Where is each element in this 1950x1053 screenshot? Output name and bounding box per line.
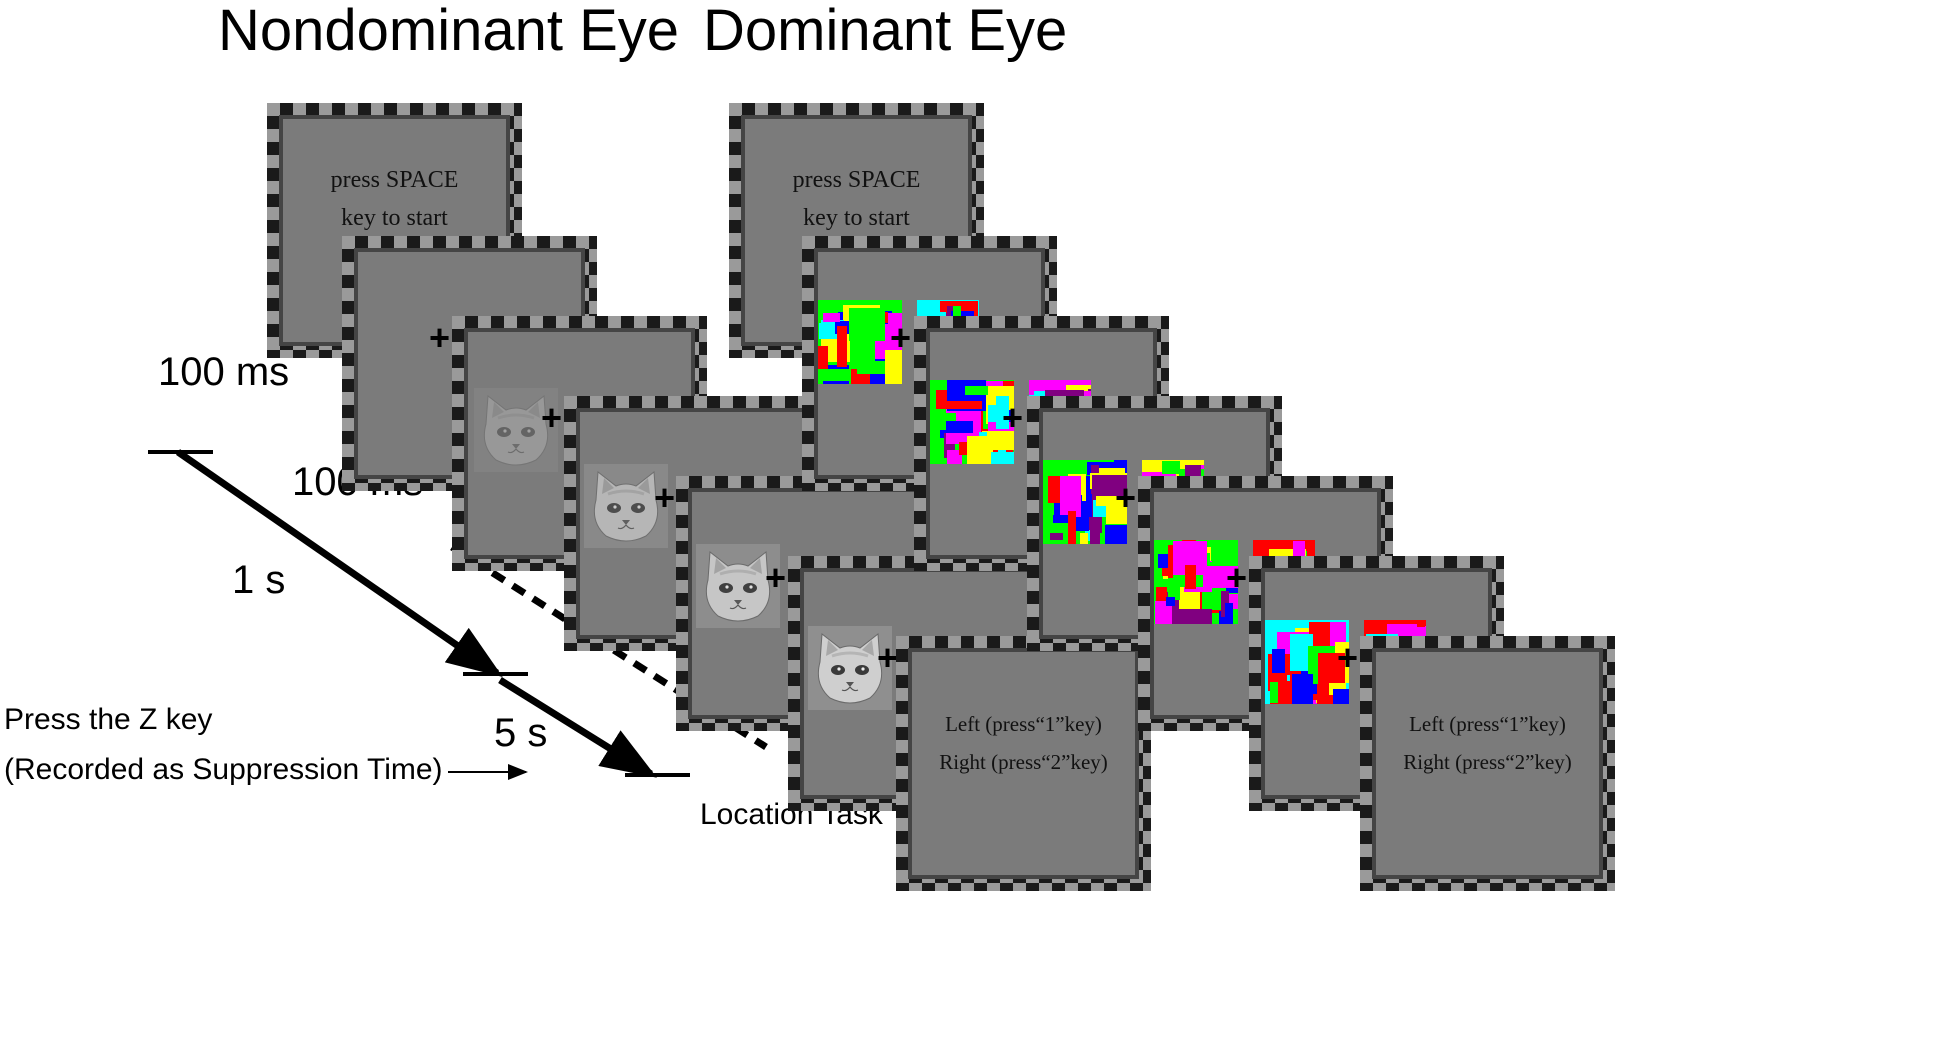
- dominant-eye-heading: Dominant Eye: [703, 0, 1068, 63]
- cat-face-icon: [696, 544, 780, 628]
- fixation-cross: +: [890, 317, 912, 358]
- d-location-left-text: Left (press“1”key): [1409, 712, 1566, 736]
- mondrian-mask-icon: [1265, 620, 1349, 704]
- cat-face-icon: [808, 626, 892, 710]
- mondrian-mask-icon: [1043, 460, 1127, 544]
- mondrian-mask-icon: [1029, 380, 1091, 398]
- mondrian-mask-icon: [917, 300, 979, 318]
- mondrian-mask-icon: [818, 300, 902, 384]
- d-start-text-line1: press SPACE: [792, 167, 921, 193]
- fixation-cross: +: [877, 637, 899, 678]
- fixation-cross: +: [429, 317, 451, 358]
- nd-start-text-line2: key to start: [341, 205, 448, 231]
- timeline-arrow-1s: [176, 449, 503, 677]
- timing-label-5s: 5 s: [494, 711, 548, 755]
- nd-location-screen: Left (press“1”key) Right (press“2”key): [896, 636, 1151, 891]
- nd-start-text-line1: press SPACE: [330, 167, 459, 193]
- cat-face-icon: [474, 388, 558, 472]
- mondrian-mask-icon: [1253, 540, 1315, 558]
- timing-label-1s: 1 s: [232, 558, 286, 602]
- d-location-right-text: Right (press“2”key): [1403, 750, 1572, 774]
- d-location-screen: Left (press“1”key) Right (press“2”key): [1360, 636, 1615, 891]
- response-label-line2: (Recorded as Suppression Time): [4, 753, 443, 786]
- fixation-cross: +: [1002, 397, 1024, 438]
- nd-location-right-text: Right (press“2”key): [939, 750, 1108, 774]
- nondominant-eye-heading: Nondominant Eye: [218, 0, 680, 63]
- d-start-text-line2: key to start: [803, 205, 910, 231]
- fixation-cross: +: [1115, 477, 1137, 518]
- mondrian-mask-icon: [930, 380, 1014, 464]
- timing-label-100ms-a: 100 ms: [158, 350, 290, 394]
- mondrian-mask-icon: [1154, 540, 1238, 624]
- timeline-arrow-5s: [498, 677, 657, 778]
- fixation-cross: +: [541, 397, 563, 438]
- fixation-cross: +: [765, 557, 787, 598]
- nd-location-left-text: Left (press“1”key): [945, 712, 1102, 736]
- cat-face-icon: [584, 464, 668, 548]
- fixation-cross: +: [654, 477, 676, 518]
- fixation-cross: +: [1337, 637, 1359, 678]
- response-label-line1: Press the Z key: [4, 703, 213, 736]
- fixation-cross: +: [1226, 557, 1248, 598]
